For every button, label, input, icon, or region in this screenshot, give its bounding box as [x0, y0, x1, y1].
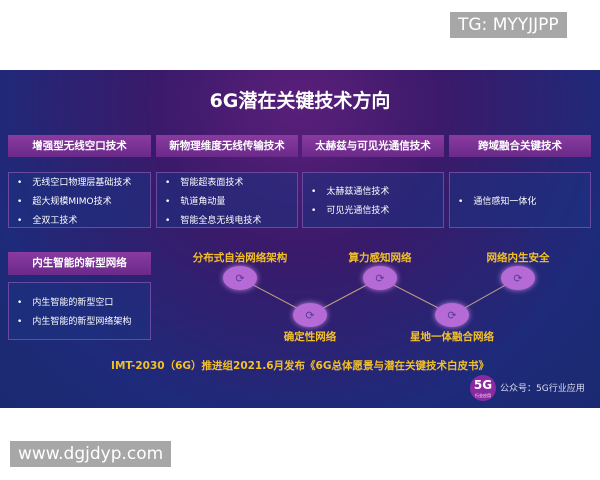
refresh-icon: ⟳ — [501, 266, 535, 290]
category-list: 智能超表面技术 轨道角动量 智能全息无线电技术 — [156, 172, 298, 228]
list-item: 可见光通信技术 — [311, 203, 443, 216]
watermark-bottom: www.dgjdyp.com — [10, 441, 172, 467]
category-header: 跨域融合关键技术 — [449, 135, 591, 157]
node-label: 分布式自治网络架构 — [192, 252, 288, 264]
list-item: 轨道角动量 — [165, 194, 297, 207]
list-item: 智能全息无线电技术 — [165, 213, 297, 226]
source-footer: IMT-2030（6G）推进组2021.6月发布《6G总体愿景与潜在关键技术白皮… — [111, 360, 489, 372]
account-label: 公众号：5G行业应用 — [500, 384, 585, 394]
watermark-top: TG: MYYJJPP — [450, 12, 567, 38]
category-list: 无线空口物理层基础技术 超大规模MIMO技术 全双工技术 — [8, 172, 151, 228]
category-header: 新物理维度无线传输技术 — [156, 135, 298, 157]
list-item: 通信感知一体化 — [458, 194, 590, 207]
category-header: 内生智能的新型网络 — [8, 252, 151, 275]
slide-title: 6G潜在关键技术方向 — [209, 90, 391, 112]
refresh-icon: ⟳ — [363, 266, 397, 290]
node-label: 网络内生安全 — [486, 252, 550, 264]
category-list: 通信感知一体化 — [449, 172, 591, 228]
list-item: 太赫兹通信技术 — [311, 184, 443, 197]
list-item: 全双工技术 — [17, 213, 150, 226]
category-header: 太赫兹与可见光通信技术 — [302, 135, 444, 157]
category-list: 内生智能的新型空口 内生智能的新型网络架构 — [8, 282, 151, 340]
refresh-icon: ⟳ — [435, 303, 469, 327]
list-item: 内生智能的新型空口 — [17, 295, 150, 308]
refresh-icon: ⟳ — [223, 266, 257, 290]
list-item: 无线空口物理层基础技术 — [17, 175, 150, 188]
category-list: 太赫兹通信技术 可见光通信技术 — [302, 172, 444, 228]
category-header: 增强型无线空口技术 — [8, 135, 151, 157]
list-item: 智能超表面技术 — [165, 175, 297, 188]
list-item: 超大规模MIMO技术 — [17, 194, 150, 207]
refresh-icon: ⟳ — [293, 303, 327, 327]
node-label: 星地一体融合网络 — [410, 331, 494, 343]
list-item: 内生智能的新型网络架构 — [17, 314, 150, 327]
node-label: 算力感知网络 — [348, 252, 412, 264]
slide: 6G潜在关键技术方向 增强型无线空口技术 新物理维度无线传输技术 太赫兹与可见光… — [0, 70, 600, 408]
node-label: 确定性网络 — [283, 331, 337, 343]
